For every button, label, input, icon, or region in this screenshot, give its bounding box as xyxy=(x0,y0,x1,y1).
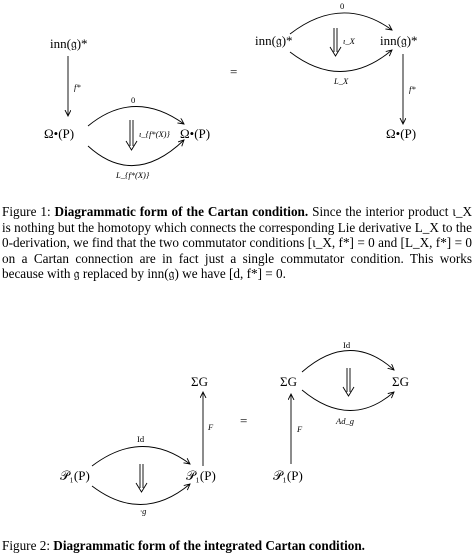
fig2-left-lower-arc-label: ·g xyxy=(140,506,146,516)
figure1-caption: Figure 1: Diagrammatic form of the Carta… xyxy=(2,204,472,282)
fig2-left-double-arrow xyxy=(135,464,148,493)
fig1-right-top-right-node: inn(𝔤)* xyxy=(380,33,418,48)
fig2-right-lower-arc xyxy=(301,389,394,411)
figure1-caption-body: Since the interior product ι_X is nothin… xyxy=(2,204,472,281)
fig1-equals-sign: = xyxy=(230,64,237,79)
fig2-right-bottom-node: 𝒫₁(P) xyxy=(273,468,303,483)
fig1-left-lower-arc-label: L_{f*(X)} xyxy=(115,170,150,180)
fig1-right-vertical-label: f* xyxy=(409,84,416,94)
fig1-right-upper-arc xyxy=(289,12,392,35)
figure2-caption-title: Diagrammatic form of the integrated Cart… xyxy=(53,538,365,553)
fig1-left-bottom-left-node: Ω•(P) xyxy=(44,126,74,141)
fig2-right-top-right-node: ΣG xyxy=(392,374,409,389)
fig1-left-top-node: inn(𝔤)* xyxy=(50,36,88,51)
fig1-left-upper-arc xyxy=(87,106,184,127)
fig1-right-diagram: inn(𝔤)* inn(𝔤)* 0 L_X ι_X f* Ω•(P) xyxy=(255,1,418,141)
fig2-right-upper-arc-label: Id xyxy=(343,340,351,350)
fig2-left-upper-arc xyxy=(91,446,190,467)
fig2-right-double-arrow xyxy=(342,368,355,397)
fig2-left-top-node: ΣG xyxy=(191,374,208,389)
fig2-left-upper-arc-label: Id xyxy=(137,434,145,444)
fig1-right-inner-label: ι_X xyxy=(343,36,356,46)
fig1-left-upper-arc-label: 0 xyxy=(131,95,135,105)
fig2-right-lower-arc-label: Ad_g xyxy=(335,416,354,426)
fig2-right-vertical-label: F xyxy=(296,424,303,434)
fig2-left-bottom-right-node: 𝒫₁(P) xyxy=(186,468,216,483)
fig1-left-bottom-right-node: Ω•(P) xyxy=(180,126,210,141)
fig2-right-upper-arc xyxy=(301,350,394,373)
fig1-left-inner-label: ι_{f*(X)} xyxy=(139,129,170,139)
figure2-caption: Figure 2: Diagrammatic form of the integ… xyxy=(2,538,472,554)
fig1-right-upper-arc-label: 0 xyxy=(340,1,344,11)
fig2-left-bottom-left-node: 𝒫₁(P) xyxy=(60,468,90,483)
fig1-left-vertical-label: f* xyxy=(74,82,81,92)
figure2-caption-prefix: Figure 2: xyxy=(2,538,54,553)
fig1-left-diagram: inn(𝔤)* f* Ω•(P) Ω•(P) 0 L_{f*(X)} ι_{f*… xyxy=(44,36,210,180)
fig2-right-top-left-node: ΣG xyxy=(280,374,297,389)
fig1-right-bottom-node: Ω•(P) xyxy=(386,126,416,141)
fig2-right-diagram: ΣG ΣG Id Ad_g F 𝒫₁(P) xyxy=(273,340,409,483)
fig1-left-lower-arc xyxy=(87,140,184,167)
fig1-right-lower-arc-label: L_X xyxy=(333,76,349,86)
fig2-left-diagram: ΣG F 𝒫₁(P) 𝒫₁(P) Id ·g xyxy=(60,374,216,516)
fig2-left-lower-arc xyxy=(91,484,190,505)
fig1-right-top-left-node: inn(𝔤)* xyxy=(255,33,293,48)
fig2-equals-sign: = xyxy=(240,413,247,428)
figure1-caption-title: Diagrammatic form of the Cartan conditio… xyxy=(54,204,309,219)
figure1-caption-prefix: Figure 1: xyxy=(2,204,55,219)
fig1-right-lower-arc xyxy=(289,50,392,72)
fig1-left-double-arrow xyxy=(125,120,138,151)
fig1-right-double-arrow xyxy=(329,28,342,57)
fig2-left-vertical-label: F xyxy=(207,422,214,432)
